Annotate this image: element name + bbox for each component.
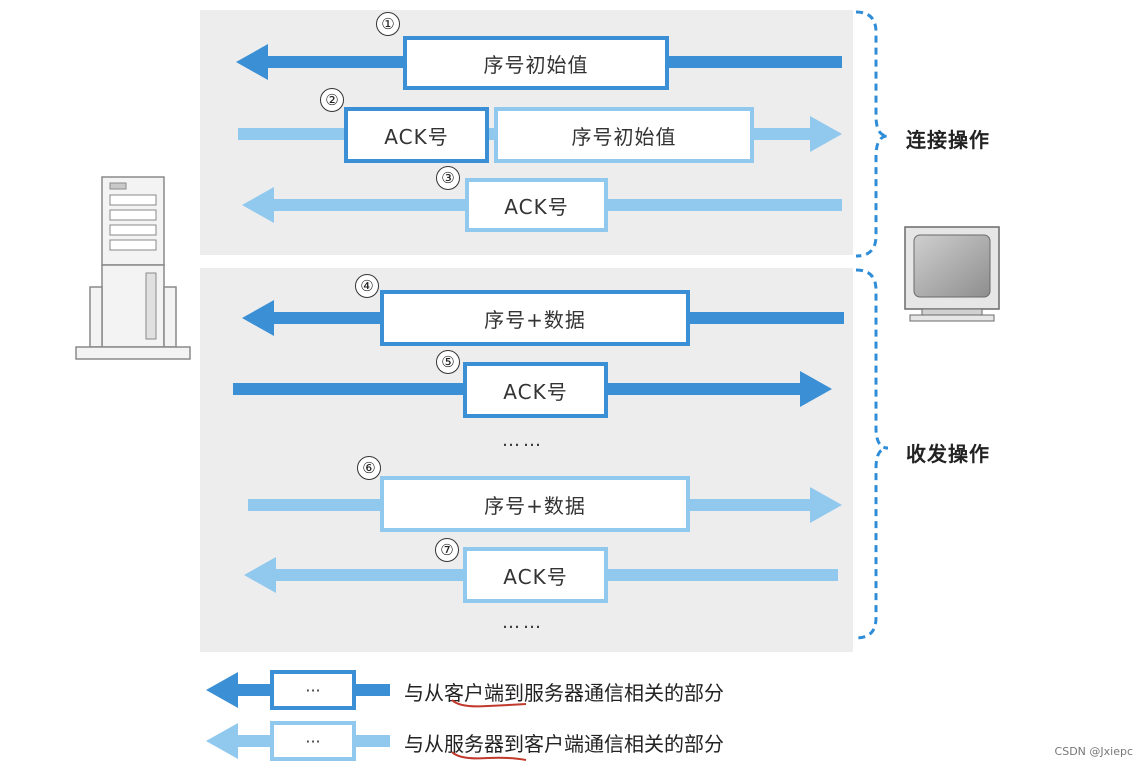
step-number: ① — [376, 12, 400, 36]
legend-text-client-to-server: 与从客户端到服务器通信相关的部分 — [404, 681, 724, 705]
arrow-left-head — [242, 300, 274, 336]
arrow-left-head — [242, 187, 274, 223]
step-number: ④ — [355, 274, 379, 298]
step-number: ⑥ — [357, 456, 381, 480]
phase-label-connect: 连接操作 — [906, 128, 990, 152]
watermark: CSDN @Jxiepc — [1054, 745, 1133, 758]
legend-text-server-to-client: 与从服务器到客户端通信相关的部分 — [404, 732, 724, 756]
step-number: ⑦ — [435, 538, 459, 562]
server-tower-icon — [75, 176, 191, 360]
arrow-right-head — [810, 116, 842, 152]
arrow-right-head — [800, 371, 832, 407]
legend-arrow-left-head — [206, 672, 238, 708]
step-number: ③ — [436, 166, 460, 190]
ellipsis: …… — [502, 430, 544, 451]
phase-braces — [855, 10, 889, 640]
underline-mark — [451, 751, 527, 761]
segment-ack-number: ACK号 — [463, 547, 608, 603]
arrow-left-head — [244, 557, 276, 593]
underline-mark — [451, 699, 527, 708]
arrow-left-head — [236, 44, 268, 80]
legend-segment: ··· — [270, 670, 356, 710]
segment-ack-number: ACK号 — [463, 362, 608, 418]
segment-seq-data: 序号+数据 — [380, 476, 690, 532]
arrow-right-head — [810, 487, 842, 523]
segment-ack-number: ACK号 — [465, 178, 608, 232]
segment-ack-number: ACK号 — [344, 107, 489, 163]
legend-arrow-left-head — [206, 723, 238, 759]
ellipsis: …… — [502, 612, 544, 633]
step-number: ② — [320, 88, 344, 112]
segment-seq-data: 序号+数据 — [380, 290, 690, 346]
computer-monitor-icon — [904, 226, 1000, 322]
segment-seq-initial: 序号初始值 — [494, 107, 754, 163]
step-number: ⑤ — [436, 350, 460, 374]
segment-seq-initial: 序号初始值 — [403, 36, 669, 90]
phase-label-transfer: 收发操作 — [906, 442, 990, 466]
legend-segment: ··· — [270, 721, 356, 761]
